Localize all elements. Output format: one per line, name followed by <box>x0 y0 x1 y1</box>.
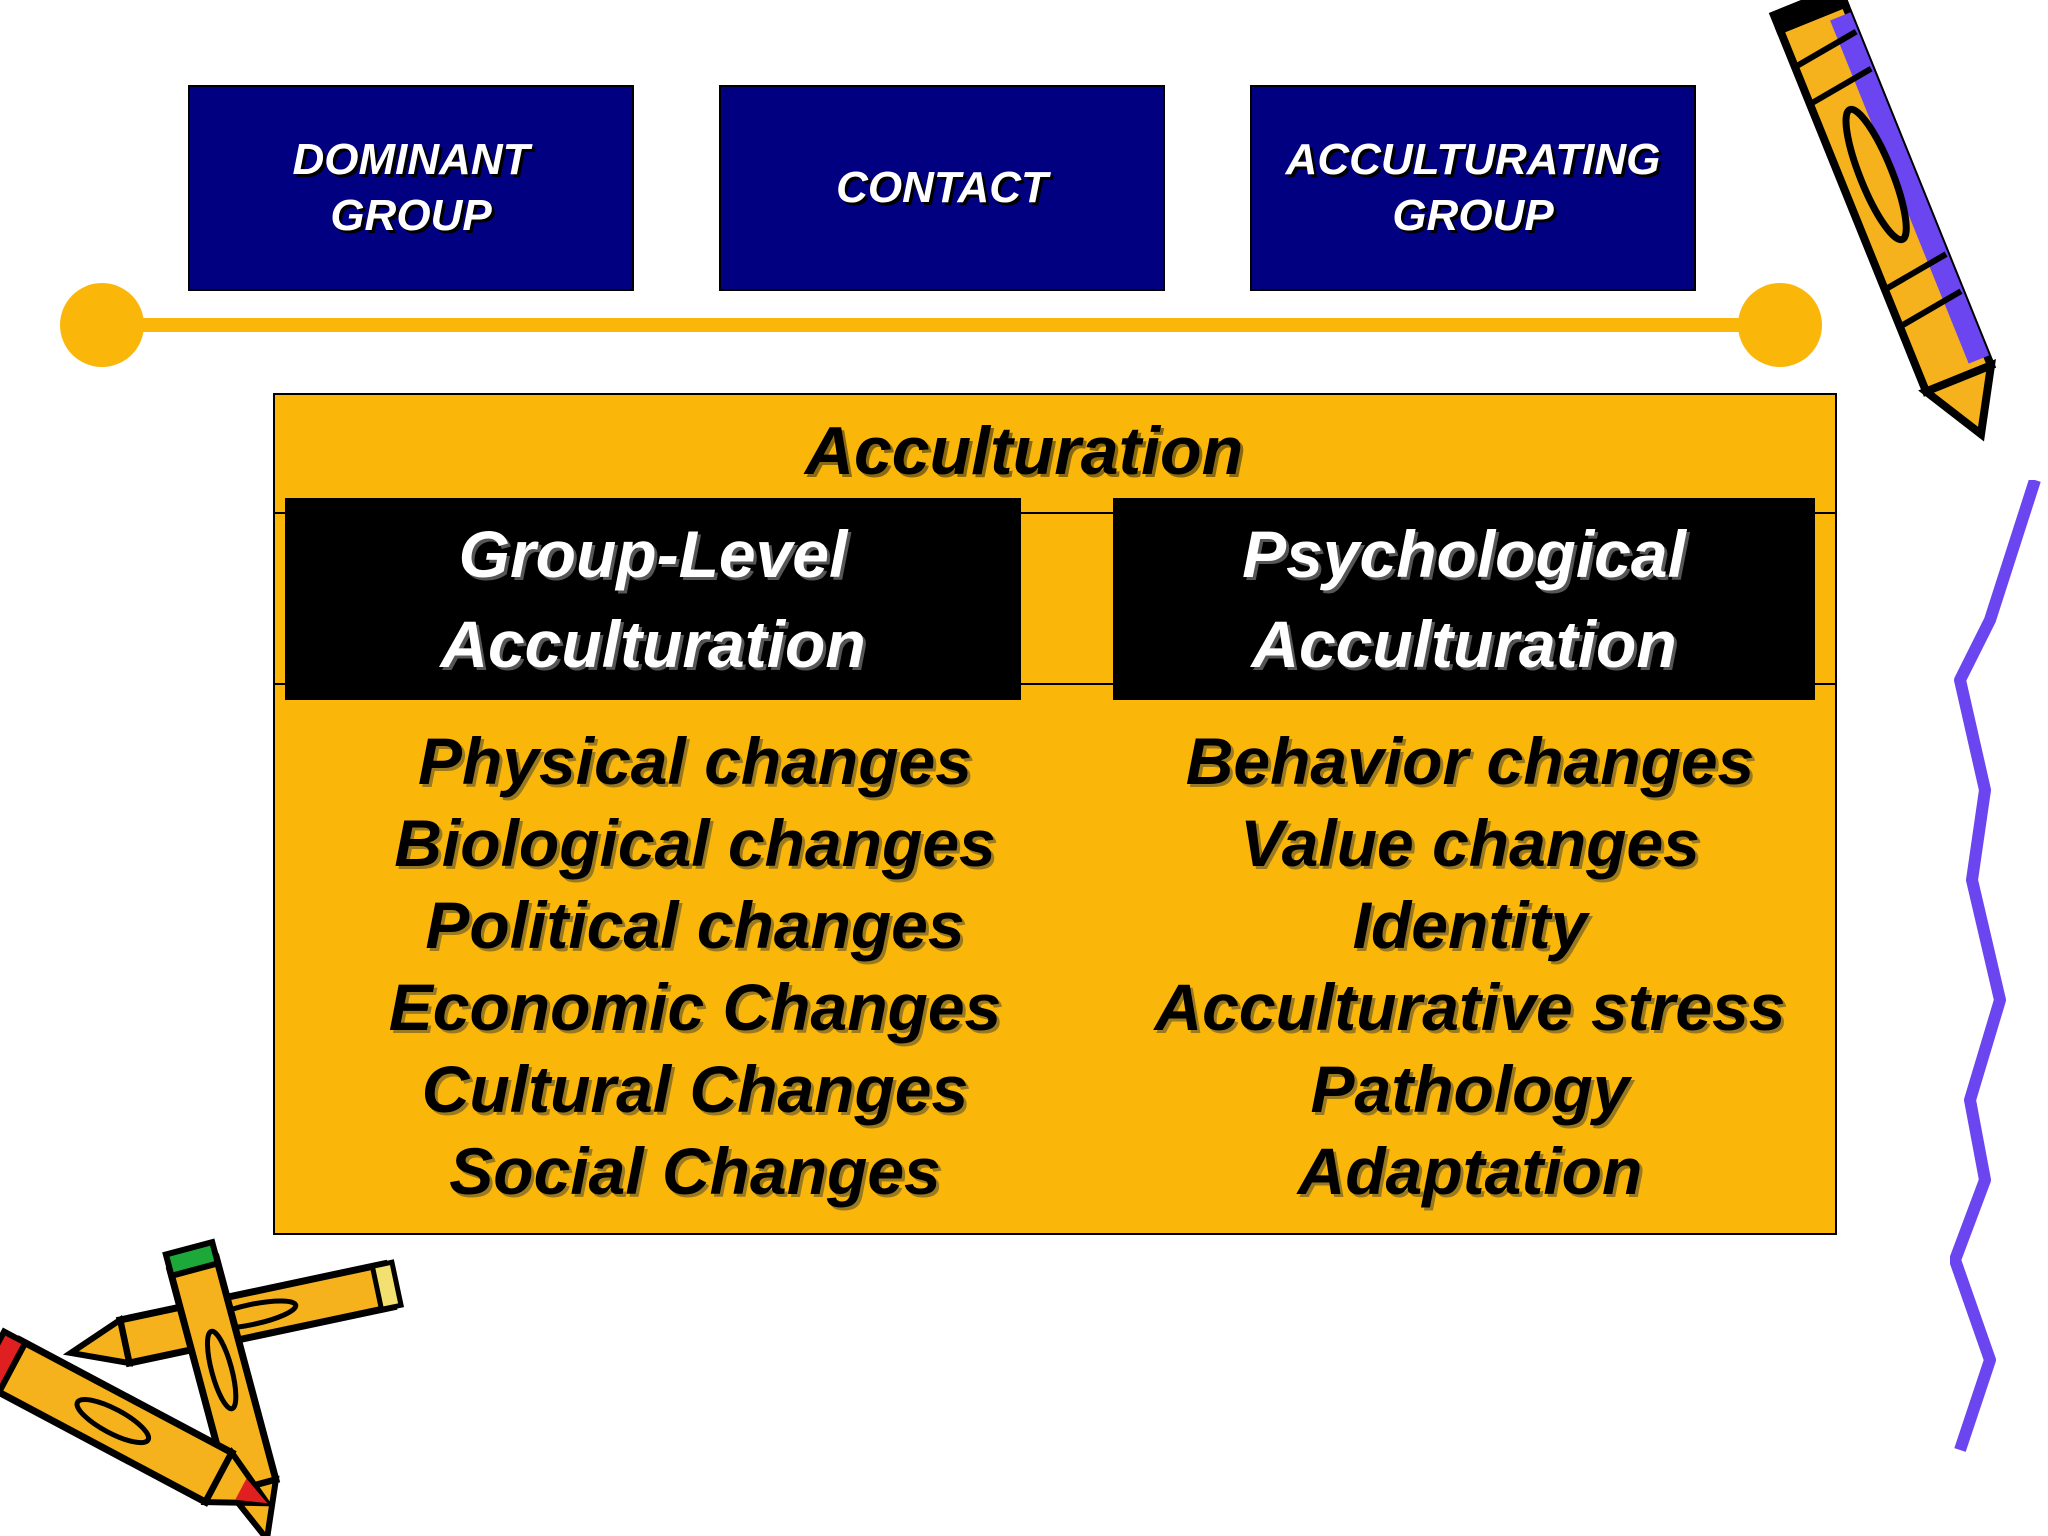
dominant-group-label: DOMINANT GROUP <box>292 135 530 240</box>
group-level-heading: Group-Level Acculturation <box>440 517 866 681</box>
psychological-list: Behavior changes Value changes Identity … <box>1120 720 1820 1212</box>
list-item: Cultural Changes <box>421 1052 969 1126</box>
group-level-heading-box: Group-Level Acculturation <box>285 498 1021 700</box>
list-item: Pathology <box>1310 1052 1630 1126</box>
acculturating-group-box: ACCULTURATING GROUP <box>1250 85 1696 291</box>
list-item: Value changes <box>1240 806 1700 880</box>
list-item: Economic Changes <box>388 970 1002 1044</box>
connector-line <box>60 283 1822 367</box>
pencils-icon <box>0 1238 405 1536</box>
contact-box: CONTACT <box>719 85 1165 291</box>
psychological-heading: Psychological Acculturation <box>1242 517 1686 681</box>
dominant-group-box: DOMINANT GROUP <box>188 85 634 291</box>
squiggle-line <box>1950 480 2041 1452</box>
list-item: Biological changes <box>394 806 996 880</box>
list-item: Social Changes <box>449 1134 941 1208</box>
pencil-icon <box>1768 0 1997 442</box>
panel-divider-bottom <box>275 683 1835 685</box>
list-item: Identity <box>1352 888 1588 962</box>
list-item: Adaptation <box>1297 1134 1643 1208</box>
connector-right-dot <box>1738 283 1822 367</box>
list-item: Political changes <box>425 888 965 962</box>
list-item: Acculturative stress <box>1154 970 1786 1044</box>
panel-divider-top <box>275 512 1835 514</box>
acculturation-title: Acculturation <box>804 413 1244 489</box>
list-item: Physical changes <box>418 724 972 798</box>
psychological-heading-box: Psychological Acculturation <box>1113 498 1815 700</box>
acculturating-group-label: ACCULTURATING GROUP <box>1285 135 1661 240</box>
list-item: Behavior changes <box>1185 724 1755 798</box>
group-level-list: Physical changes Biological changes Poli… <box>340 720 1050 1212</box>
contact-label: CONTACT <box>836 163 1048 212</box>
connector-left-dot <box>60 283 144 367</box>
